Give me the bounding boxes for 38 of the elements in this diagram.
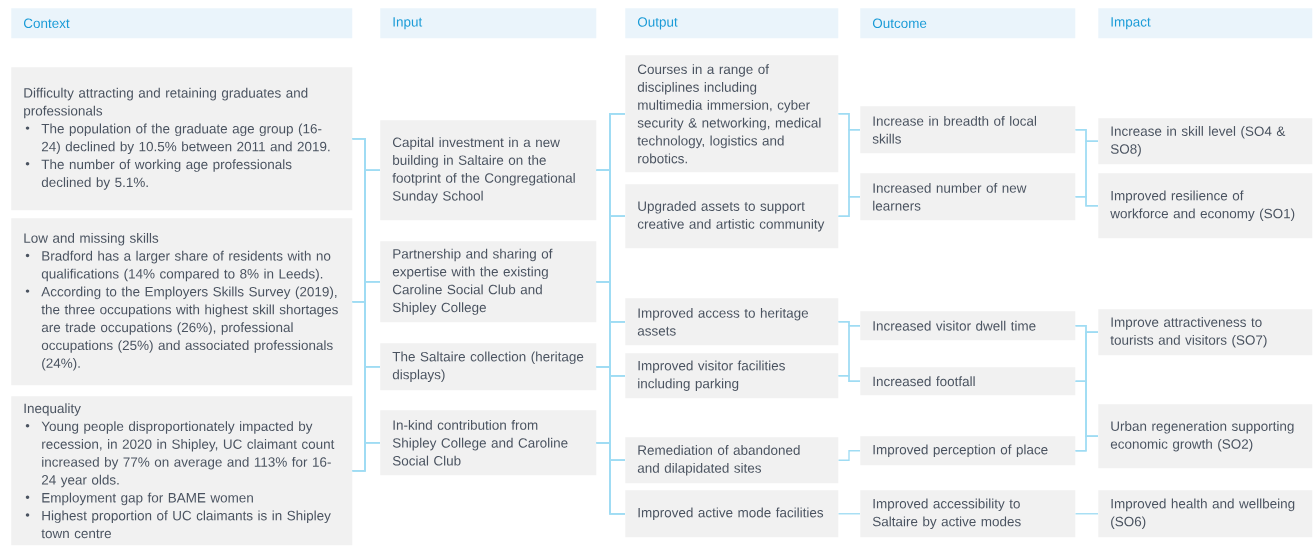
text-box: Increase in skill level (SO4 & SO8) [1098, 118, 1313, 165]
text-box: Increased number of new learners [860, 173, 1076, 221]
column-header: Outcome [860, 8, 1076, 39]
context-box: Inequality Young people disproportionately impacted by recession, in 2020 in Shipley, UC claimant count increased by 77% on average and 113% for 16-24 year olds. Employment gap for BAME women Highest proportion of UC claimants is in Shipley town centre [11, 396, 353, 546]
text-box: Improved resilience of workforce and economy (SO1) [1098, 173, 1313, 239]
text-box: Increased visitor dwell time [860, 311, 1076, 341]
connector [1074, 435, 1099, 452]
text-box: Partnership and sharing of expertise with the existing Caroline Social Club and Shipley College [380, 241, 597, 323]
text-box: Remediation of abandoned and dilapidated sites [625, 437, 839, 484]
text-box: Improved visitor facilities including parking [625, 353, 839, 399]
text-box: Improved accessibility to Saltaire by active modes [860, 490, 1076, 538]
text-box: Improve attractiveness to tourists and visitors (SO7) [1098, 309, 1313, 356]
column-header: Output [625, 8, 839, 39]
text-box: Increased footfall [860, 367, 1076, 396]
connector [837, 196, 861, 217]
text-box: Increase in breadth of local skills [860, 106, 1076, 154]
connector [837, 450, 861, 461]
context-box: Low and missing skills Bradford has a larger share of residents with no qualifications (14% compared to 8% in Leeds). According to the Employers Skills Survey (2019), the three occupations with highest skill shortages are trade occupations (26%), professional occupations (25%) and associated professionals (24%). [11, 218, 353, 386]
text-box: Courses in a range of disciplines including multimedia immersion, cyber security & networking, medical technology, logistics and robotics. [625, 55, 839, 173]
text-box: Capital investment in a new building in Saltaire on the footprint of the Congregational Sunday School [380, 120, 597, 221]
column-header: Input [380, 8, 597, 39]
text-box: In-kind contribution from Shipley College and Caroline Social Club [380, 410, 597, 476]
connector [1074, 513, 1099, 515]
text-box: Improved active mode facilities [625, 490, 839, 538]
text-box: Improved perception of place [860, 436, 1076, 466]
connector [837, 513, 861, 515]
text-box: Improved access to heritage assets [625, 298, 839, 346]
connector [351, 442, 381, 472]
connector [837, 375, 861, 382]
column-header: Context [11, 8, 353, 39]
text-box: Improved health and wellbeing (SO6) [1098, 490, 1313, 538]
text-box: Upgraded assets to support creative and artistic community [625, 184, 839, 249]
text-box: The Saltaire collection (heritage displays) [380, 343, 597, 391]
connector [1074, 196, 1099, 207]
text-box: Urban regeneration supporting economic growth (SO2) [1098, 404, 1313, 469]
connector [595, 442, 626, 515]
context-box: Difficulty attracting and retaining graduates and professionals The population of the graduate age group (16-24) declined by 10.5% between 2011 and 2019. The number of working age professionals declined by 5.1%. [11, 67, 353, 211]
column-header: Impact [1098, 8, 1313, 39]
